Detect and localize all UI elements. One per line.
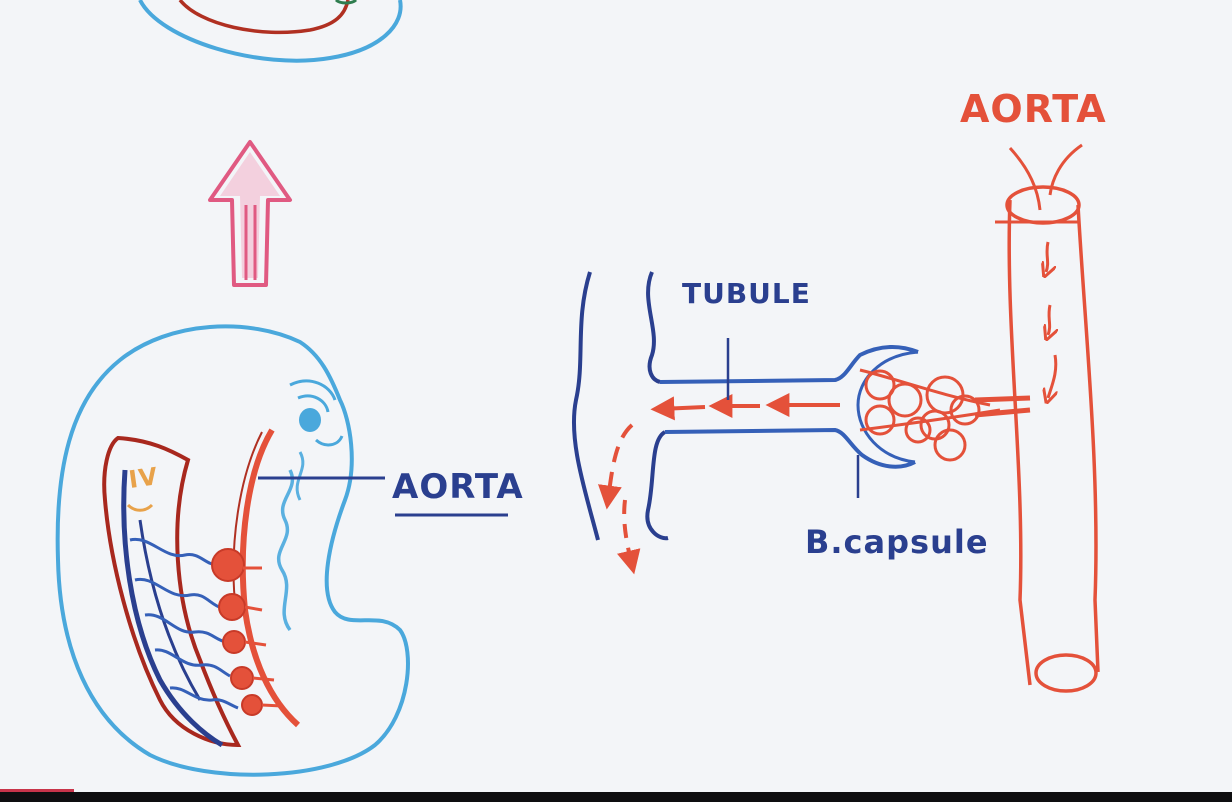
glomerulus: [211, 548, 245, 582]
iv-label: IV: [127, 462, 160, 494]
up-arrow-icon: [208, 140, 292, 287]
aorta-label-text: AORTA: [392, 467, 524, 507]
aorta-label-right: AORTA: [960, 87, 1107, 131]
glomerulus: [230, 666, 254, 690]
glomerulus: [222, 630, 246, 654]
tubule-label: TUBULE: [682, 277, 811, 310]
nephric-region: IV: [102, 435, 242, 748]
embryo-aorta: [211, 428, 301, 728]
capsule-label: B.capsule: [805, 523, 989, 561]
flow-arrow-icon: [650, 396, 706, 421]
bottom-bar: [0, 792, 1232, 802]
eye-dot: [299, 408, 321, 432]
glomerulus: [218, 593, 246, 621]
embryo-outline: [55, 324, 410, 777]
aorta-label-embryo: AORTA: [258, 467, 524, 517]
glomerulus-tuft: [859, 368, 1001, 462]
nephron-tubule: TUBULE B.capsule: [571, 271, 1031, 575]
glomerulus: [241, 694, 263, 716]
top-embryo-sketch: [138, 0, 403, 63]
aorta-tube: AORTA: [960, 87, 1107, 693]
